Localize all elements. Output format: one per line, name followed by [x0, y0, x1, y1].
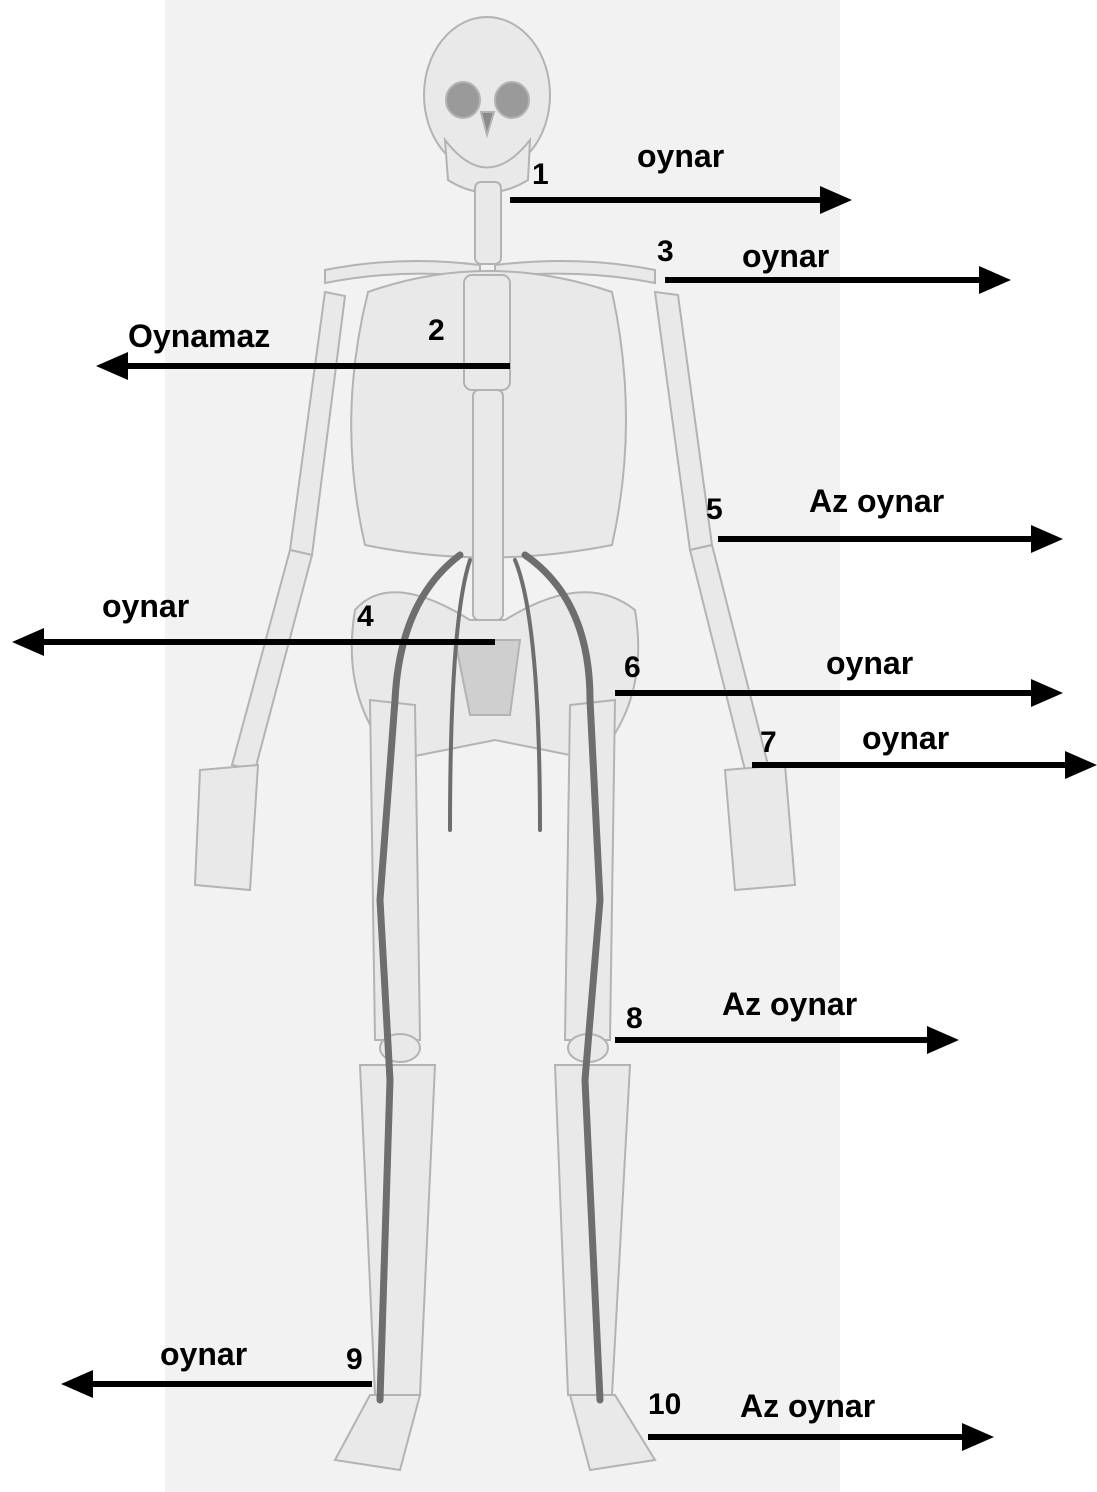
joint-label-4: oynar	[102, 590, 189, 622]
joint-number-7: 7	[760, 728, 777, 758]
eye-socket-right	[495, 82, 529, 118]
lumbar-spine	[473, 390, 503, 620]
arrow-3-head	[979, 266, 1011, 294]
joint-label-10: Az oynar	[740, 1390, 875, 1422]
joint-label-8: Az oynar	[722, 988, 857, 1020]
femur-left	[370, 700, 420, 1040]
arrow-9-head	[61, 1370, 93, 1398]
joint-number-4: 4	[357, 602, 374, 632]
joint-label-6: oynar	[826, 647, 913, 679]
hand-right	[725, 765, 795, 890]
arrow-4-head	[12, 628, 44, 656]
joint-number-9: 9	[346, 1345, 363, 1375]
arrow-10-head	[962, 1423, 994, 1451]
joint-number-3: 3	[657, 237, 674, 267]
cervical-spine	[475, 182, 501, 264]
joint-number-1: 1	[532, 160, 549, 190]
joint-number-5: 5	[706, 495, 723, 525]
arrow-2-head	[96, 352, 128, 380]
joint-label-5: Az oynar	[809, 485, 944, 517]
skull	[424, 17, 550, 173]
sternum	[464, 275, 510, 390]
joint-number-6: 6	[624, 653, 641, 683]
arrow-8-head	[927, 1026, 959, 1054]
joint-label-1: oynar	[637, 140, 724, 172]
arrow-7-head	[1065, 751, 1097, 779]
joint-label-9: oynar	[160, 1338, 247, 1370]
joint-label-3: oynar	[742, 240, 829, 272]
joint-number-2: 2	[428, 316, 445, 346]
hand-left	[195, 765, 258, 890]
joint-number-10: 10	[648, 1390, 681, 1420]
joint-number-8: 8	[626, 1004, 643, 1034]
joint-label-7: oynar	[862, 722, 949, 754]
arrow-6-head	[1031, 679, 1063, 707]
eye-socket-left	[446, 82, 480, 118]
arrow-5-head	[1031, 525, 1063, 553]
joint-label-2: Oynamaz	[128, 320, 270, 352]
